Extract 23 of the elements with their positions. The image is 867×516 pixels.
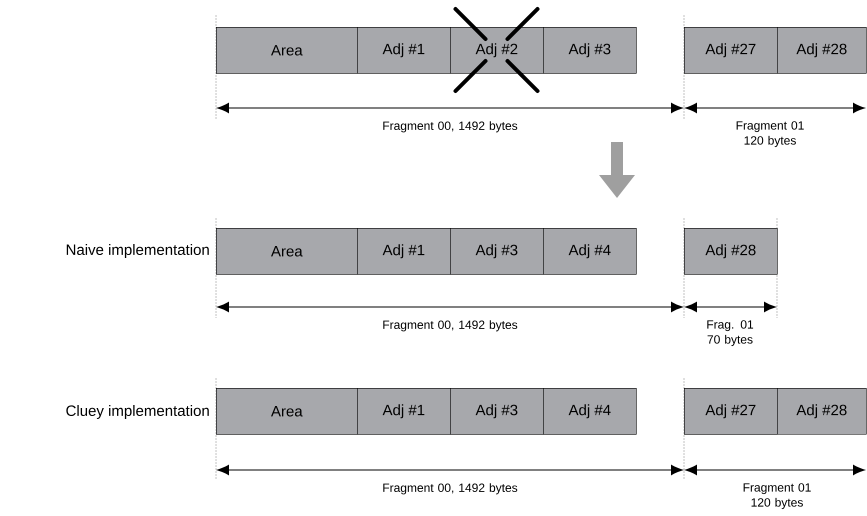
cell-box: Adj #2 bbox=[450, 27, 544, 74]
cell-box: Adj #28 bbox=[684, 228, 778, 275]
cell-box: Area bbox=[216, 27, 358, 74]
cell-box: Adj #3 bbox=[450, 388, 544, 435]
cell-box: Adj #1 bbox=[357, 27, 451, 74]
dimension-label: Fragment 01 120 bytes bbox=[744, 483, 811, 510]
cell-box: Area bbox=[216, 388, 358, 435]
cell-box: Adj #27 bbox=[684, 388, 778, 435]
cell-box: Adj #3 bbox=[543, 27, 637, 74]
cell-box: Adj #3 bbox=[450, 228, 544, 275]
dimension-label: Fragment 01 120 bytes bbox=[736, 121, 804, 148]
cell-box: Adj #4 bbox=[543, 228, 637, 275]
cell-box: Area bbox=[216, 228, 358, 275]
dimension-label: Frag. 01 70 bytes bbox=[707, 320, 754, 346]
cell-box: Adj #1 bbox=[357, 228, 451, 275]
cell-box: Adj #28 bbox=[777, 27, 867, 74]
dimension-label: Fragment 00, 1492 bytes bbox=[383, 320, 518, 332]
cell-box: Adj #27 bbox=[684, 27, 778, 74]
cell-box: Adj #1 bbox=[357, 388, 451, 435]
cell-box: Adj #4 bbox=[543, 388, 637, 435]
dimension-label: Fragment 00, 1492 bytes bbox=[383, 483, 518, 494]
cell-box: Adj #28 bbox=[777, 388, 867, 435]
dimension-label: Fragment 00, 1492 bytes bbox=[383, 121, 518, 132]
